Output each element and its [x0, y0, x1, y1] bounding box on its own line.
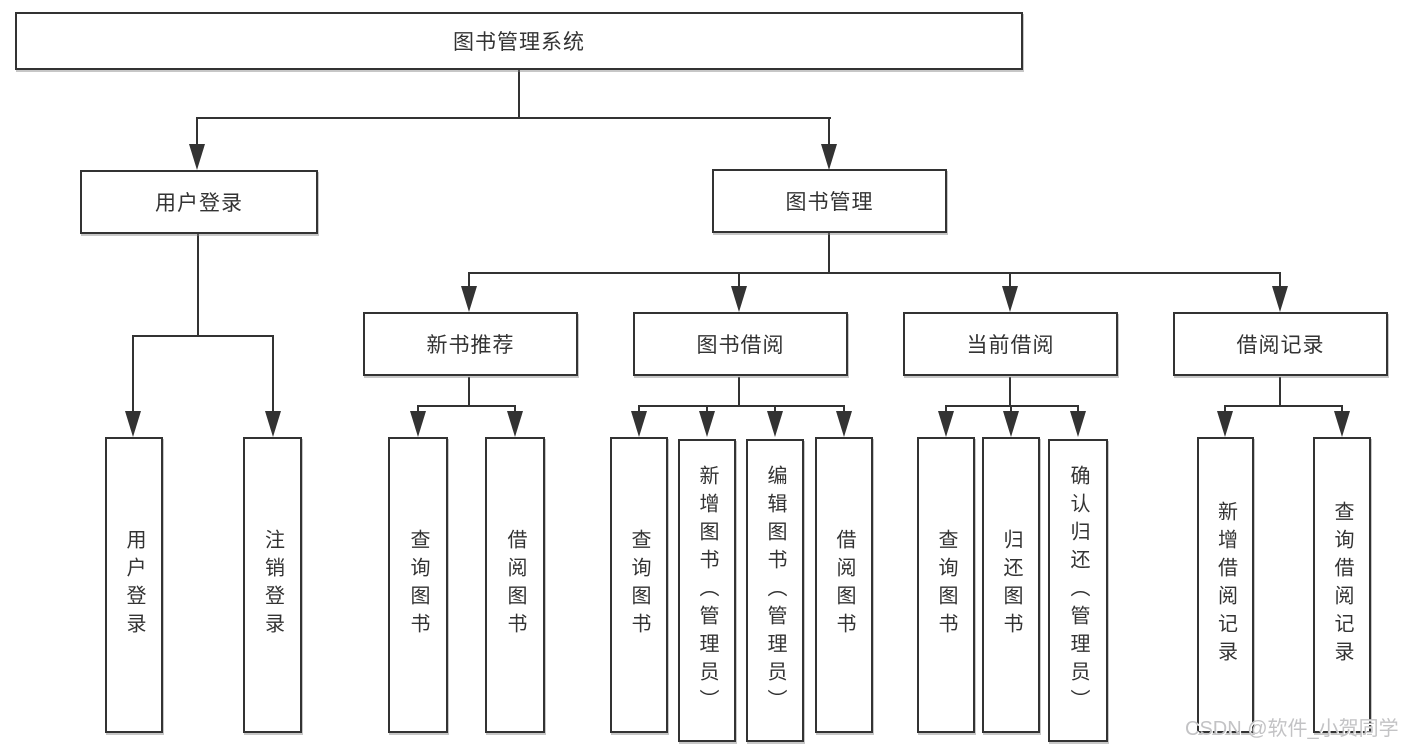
node-confirm-return-admin: 确认归还（管理员） — [1048, 439, 1108, 742]
connector-record-stem — [1279, 377, 1281, 407]
node-label: 归还图书 — [1000, 529, 1022, 641]
arrowhead-down-icon — [731, 286, 747, 312]
connector-level3-rail — [469, 272, 1281, 274]
node-user-login: 用户登录 — [80, 170, 318, 234]
arrowhead-down-icon — [461, 286, 477, 312]
connector-level2-rail — [197, 117, 831, 119]
node-logout: 注销登录 — [243, 437, 302, 733]
node-label: 查询图书 — [935, 529, 957, 641]
node-query-book-1: 查询图书 — [388, 437, 448, 733]
connector-book-mgmt-stem — [828, 233, 830, 273]
connector-drop — [638, 405, 640, 414]
connector-drop — [843, 405, 845, 414]
node-label: 图书管理系统 — [453, 31, 585, 54]
node-label: 查询图书 — [628, 529, 650, 641]
node-label: 查询图书 — [407, 529, 429, 641]
node-return-book: 归还图书 — [982, 437, 1040, 733]
node-query-borrow-record: 查询借阅记录 — [1313, 437, 1371, 733]
arrowhead-down-icon — [631, 411, 647, 437]
node-user-login-leaf: 用户登录 — [105, 437, 163, 733]
node-label: 编辑图书（管理员） — [764, 464, 786, 717]
connector-borrow-stem — [738, 377, 740, 407]
node-query-book-3: 查询图书 — [917, 437, 975, 733]
arrowhead-down-icon — [1272, 286, 1288, 312]
node-new-book-recommend: 新书推荐 — [363, 312, 578, 376]
arrowhead-down-icon — [938, 411, 954, 437]
node-add-book-admin: 新增图书（管理员） — [678, 439, 736, 742]
node-book-management: 图书管理 — [712, 169, 947, 233]
node-label: 借阅图书 — [504, 529, 526, 641]
arrowhead-down-icon — [1002, 286, 1018, 312]
node-borrow-book-1: 借阅图书 — [485, 437, 545, 733]
node-label: 用户登录 — [155, 192, 243, 215]
connector-drop — [272, 335, 274, 415]
node-label: 查询借阅记录 — [1331, 501, 1353, 669]
connector-root-stem — [518, 70, 520, 118]
arrowhead-down-icon — [821, 144, 837, 170]
connector-current-rail — [945, 405, 1079, 407]
node-label: 图书借阅 — [696, 334, 785, 357]
node-label: 注销登录 — [261, 529, 284, 641]
csdn-watermark: CSDN @软件_小贺同学 — [1185, 718, 1399, 740]
connector-user-login-drop — [196, 117, 198, 147]
node-label: 新增图书（管理员） — [696, 464, 718, 717]
connector-drop — [1341, 405, 1343, 414]
connector-drop — [945, 405, 947, 414]
arrowhead-down-icon — [125, 411, 141, 437]
connector-drop — [1224, 405, 1226, 414]
connector-drop — [417, 405, 419, 414]
node-label: 当前借阅 — [966, 334, 1055, 357]
arrowhead-down-icon — [189, 144, 205, 170]
connector-drop — [774, 405, 776, 414]
connector-drop — [132, 335, 134, 415]
node-label: 借阅图书 — [833, 529, 855, 641]
node-book-borrow: 图书借阅 — [633, 312, 848, 376]
arrowhead-down-icon — [410, 411, 426, 437]
connector-drop — [738, 272, 740, 288]
node-label: 借阅记录 — [1236, 334, 1325, 357]
node-label: 新增借阅记录 — [1214, 501, 1237, 669]
node-current-borrow: 当前借阅 — [903, 312, 1118, 376]
node-edit-book-admin: 编辑图书（管理员） — [746, 439, 804, 742]
connector-drop — [1009, 272, 1011, 288]
connector-user-login-stem — [197, 233, 199, 337]
arrowhead-down-icon — [699, 411, 715, 437]
node-borrow-record: 借阅记录 — [1173, 312, 1388, 376]
connector-drop — [706, 405, 708, 414]
connector-drop — [514, 405, 516, 414]
arrowhead-down-icon — [1070, 411, 1086, 437]
connector-record-rail — [1224, 405, 1343, 407]
connector-user-login-rail — [132, 335, 274, 337]
node-label: 图书管理 — [785, 191, 874, 214]
node-label: 用户登录 — [123, 529, 145, 641]
connector-new-book-stem — [468, 377, 470, 407]
node-label: 确认归还（管理员） — [1067, 464, 1089, 717]
connector-current-stem — [1009, 377, 1011, 407]
arrowhead-down-icon — [767, 411, 783, 437]
arrowhead-down-icon — [1003, 411, 1019, 437]
node-library-management-system: 图书管理系统 — [15, 12, 1023, 70]
connector-drop — [1077, 405, 1079, 414]
connector-drop — [1010, 405, 1012, 414]
node-add-borrow-record: 新增借阅记录 — [1197, 437, 1254, 733]
connector-book-mgmt-drop — [828, 117, 830, 147]
connector-new-book-rail — [417, 405, 516, 407]
arrowhead-down-icon — [1217, 411, 1233, 437]
connector-drop — [468, 272, 470, 288]
node-label: 新书推荐 — [426, 334, 515, 357]
arrowhead-down-icon — [507, 411, 523, 437]
node-query-book-2: 查询图书 — [610, 437, 668, 733]
connector-drop — [1279, 272, 1281, 288]
node-borrow-book-2: 借阅图书 — [815, 437, 873, 733]
arrowhead-down-icon — [265, 411, 281, 437]
arrowhead-down-icon — [1334, 411, 1350, 437]
arrowhead-down-icon — [836, 411, 852, 437]
connector-borrow-rail — [638, 405, 844, 407]
